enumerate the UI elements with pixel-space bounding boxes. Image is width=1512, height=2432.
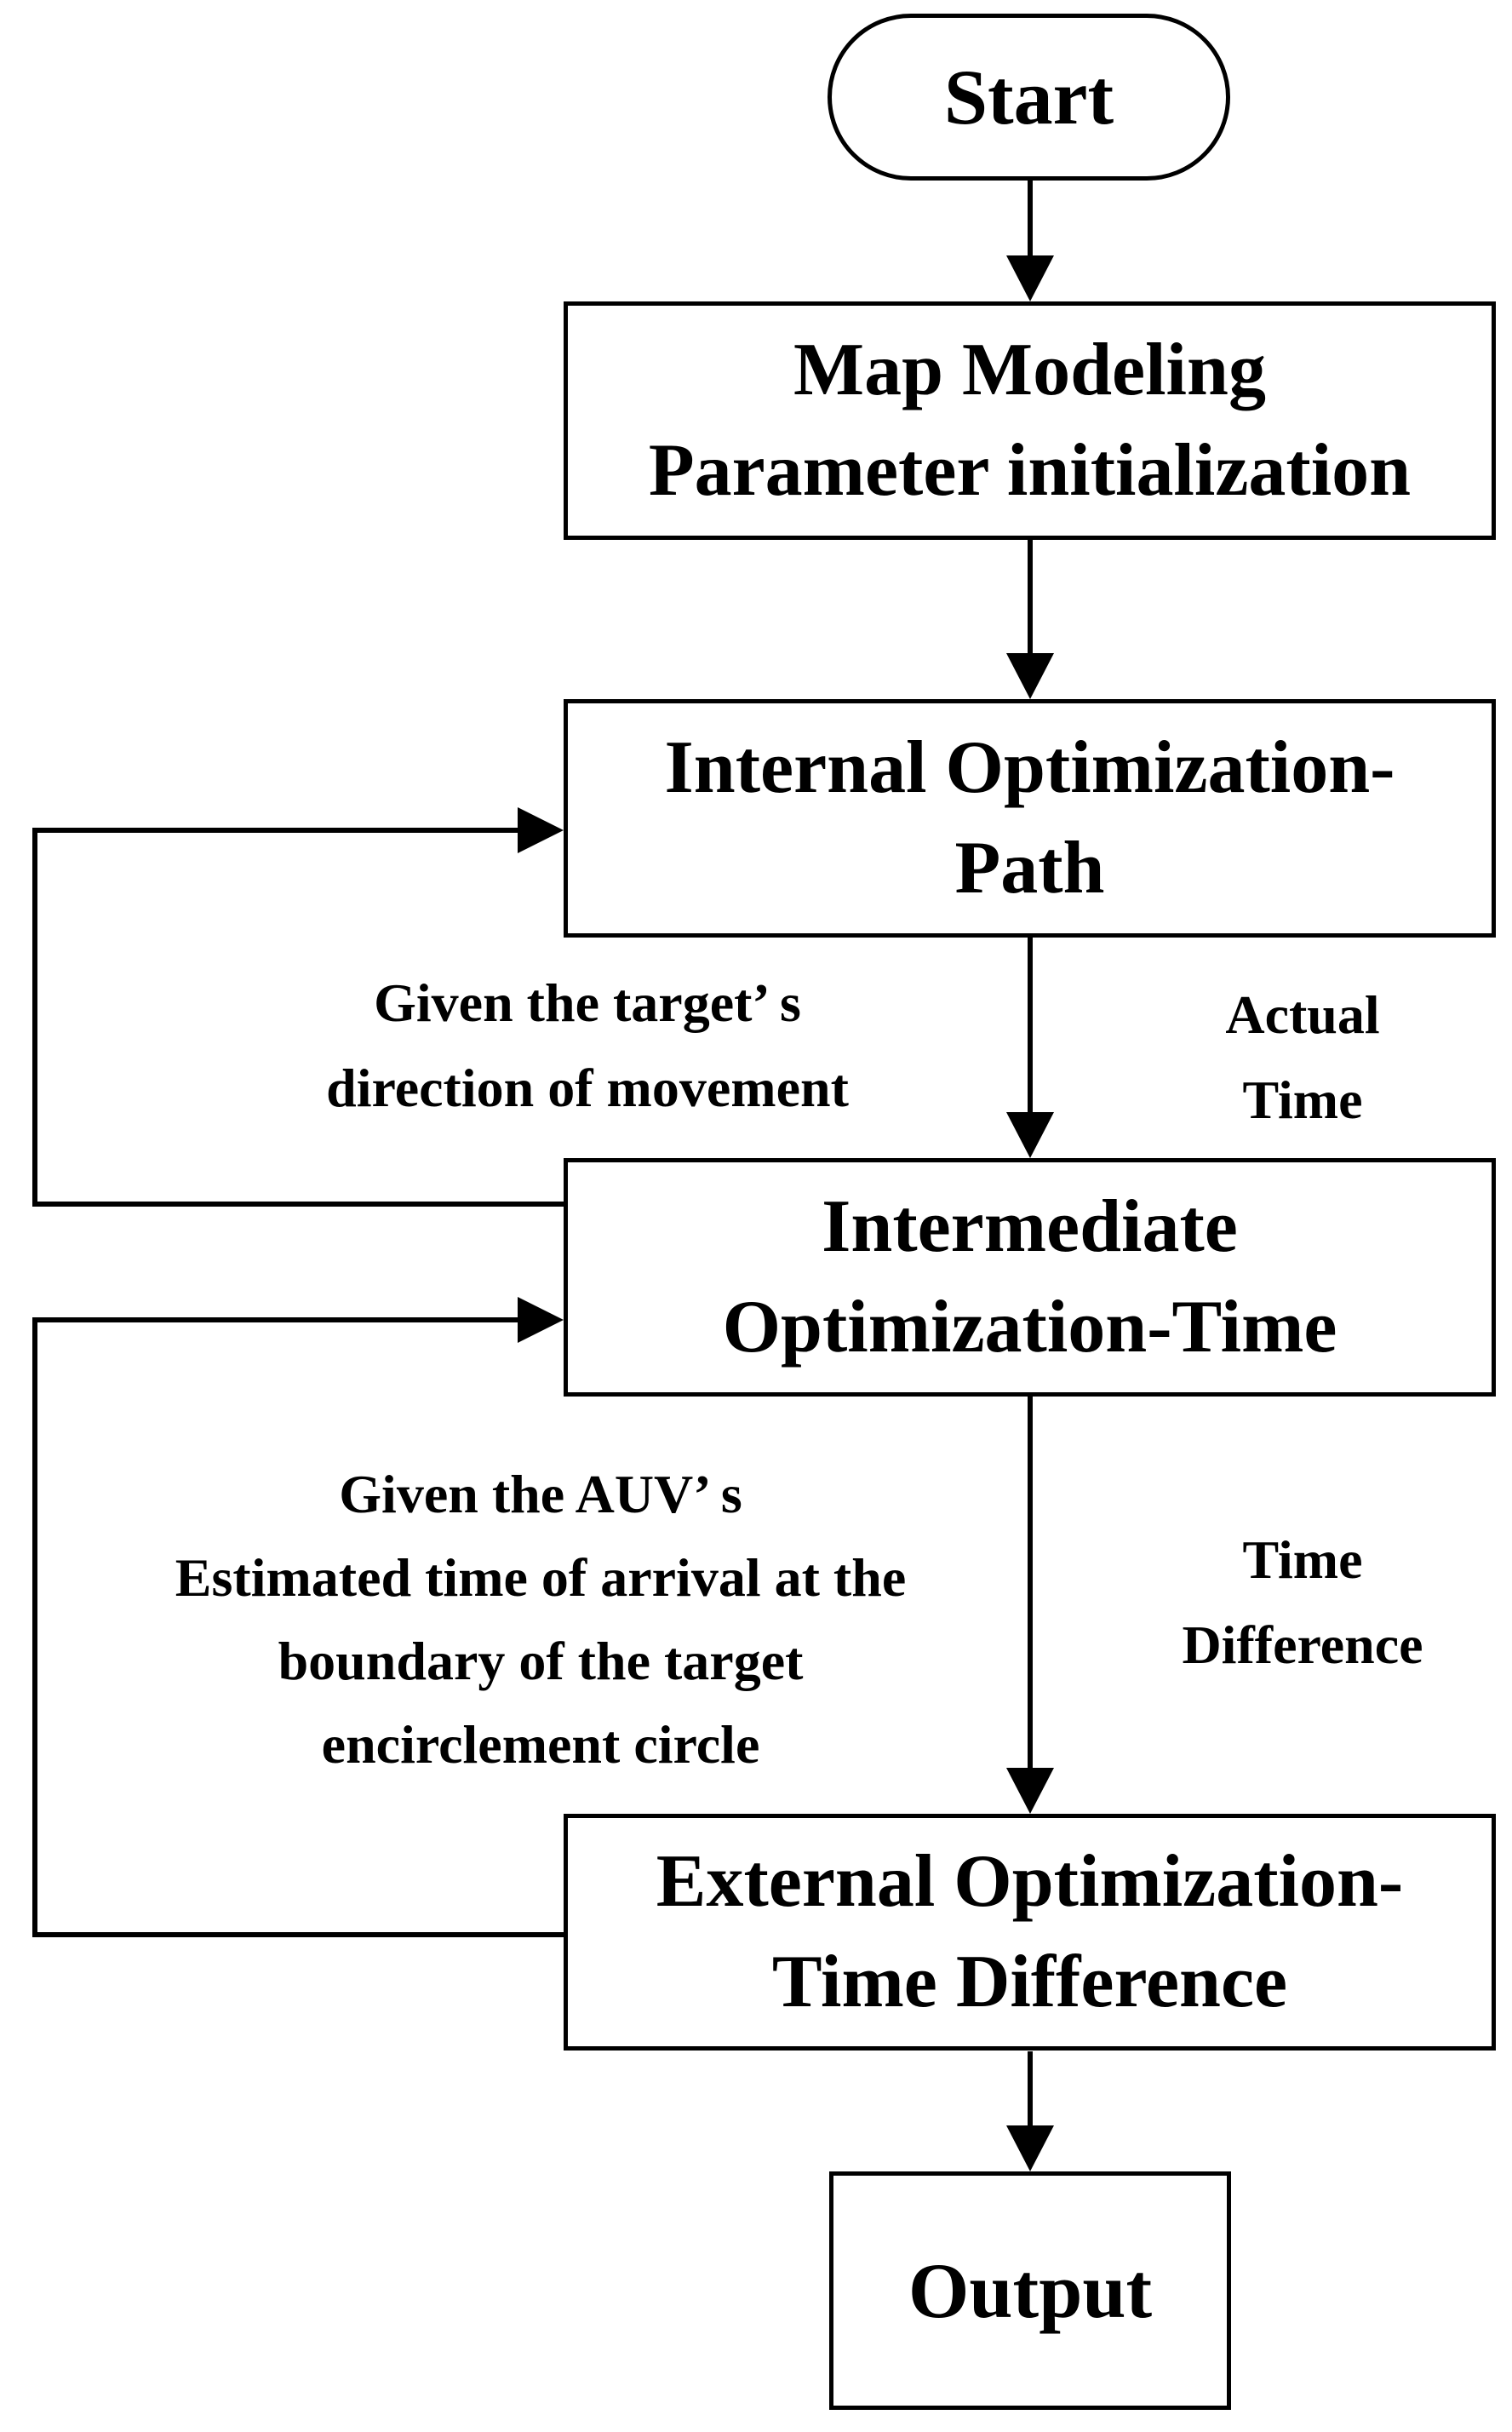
node-map-modeling-line1: Map Modeling <box>793 329 1266 411</box>
flow-line-internal-to-intermediate <box>1028 938 1033 1116</box>
feedback1-entry-line <box>32 828 519 833</box>
node-map-modeling-line2: Parameter initialization <box>648 429 1412 512</box>
arrowhead-feedback2-into-intermediate <box>518 1297 564 1343</box>
node-output-label: Output <box>908 2247 1153 2334</box>
arrowhead-into-output <box>1006 2125 1054 2171</box>
flow-line-external-to-output <box>1028 2051 1033 2129</box>
arrowhead-into-external <box>1006 1768 1054 1814</box>
node-external-optimization: External Optimization- Time Difference <box>564 1814 1496 2051</box>
annotation-target-direction-line1: Given the target’ s <box>374 972 801 1033</box>
flow-line-intermediate-to-external <box>1028 1397 1033 1771</box>
annotation-time-difference-line1: Time <box>1242 1529 1363 1590</box>
annotation-actual-time-line2: Time <box>1242 1070 1363 1130</box>
arrowhead-into-internal <box>1006 653 1054 699</box>
annotation-auv-eta: Given the AUV’ s Estimated time of arriv… <box>72 1453 1009 1787</box>
node-intermediate-optimization-line1: Intermediate <box>822 1185 1238 1268</box>
annotation-actual-time-line1: Actual <box>1225 984 1380 1045</box>
node-internal-optimization: Internal Optimization- Path <box>564 699 1496 938</box>
arrowhead-into-map-modeling <box>1006 255 1054 301</box>
feedback2-exit-line <box>32 1932 564 1937</box>
annotation-time-difference-line2: Difference <box>1182 1615 1423 1675</box>
node-intermediate-optimization: Intermediate Optimization-Time <box>564 1158 1496 1397</box>
annotation-target-direction: Given the target’ s direction of movemen… <box>162 961 1013 1131</box>
node-map-modeling: Map Modeling Parameter initialization <box>564 301 1496 540</box>
feedback1-exit-line <box>32 1202 564 1207</box>
feedback1-vertical-line <box>32 828 37 1207</box>
annotation-auv-eta-line1: Given the AUV’ s <box>339 1464 742 1524</box>
flow-line-start-to-map <box>1028 179 1033 261</box>
flow-line-map-to-internal <box>1028 540 1033 657</box>
annotation-target-direction-line2: direction of movement <box>326 1058 849 1118</box>
node-internal-optimization-line1: Internal Optimization- <box>664 726 1395 809</box>
arrowhead-into-intermediate <box>1006 1112 1054 1158</box>
node-external-optimization-line2: Time Difference <box>771 1941 1288 2023</box>
node-start: Start <box>828 14 1230 181</box>
annotation-actual-time: Actual Time <box>1132 972 1473 1143</box>
annotation-auv-eta-line3: boundary of the target <box>278 1631 804 1691</box>
node-output: Output <box>829 2171 1231 2410</box>
node-external-optimization-line1: External Optimization- <box>656 1840 1404 1923</box>
feedback2-entry-line <box>32 1317 519 1322</box>
annotation-time-difference: Time Difference <box>1132 1517 1473 1688</box>
node-intermediate-optimization-line2: Optimization-Time <box>722 1286 1337 1368</box>
node-start-label: Start <box>943 54 1114 141</box>
arrowhead-feedback1-into-internal <box>518 807 564 853</box>
annotation-auv-eta-line4: encirclement circle <box>321 1714 760 1775</box>
node-internal-optimization-line2: Path <box>954 827 1105 909</box>
feedback2-vertical-line <box>32 1317 37 1937</box>
annotation-auv-eta-line2: Estimated time of arrival at the <box>175 1547 907 1608</box>
